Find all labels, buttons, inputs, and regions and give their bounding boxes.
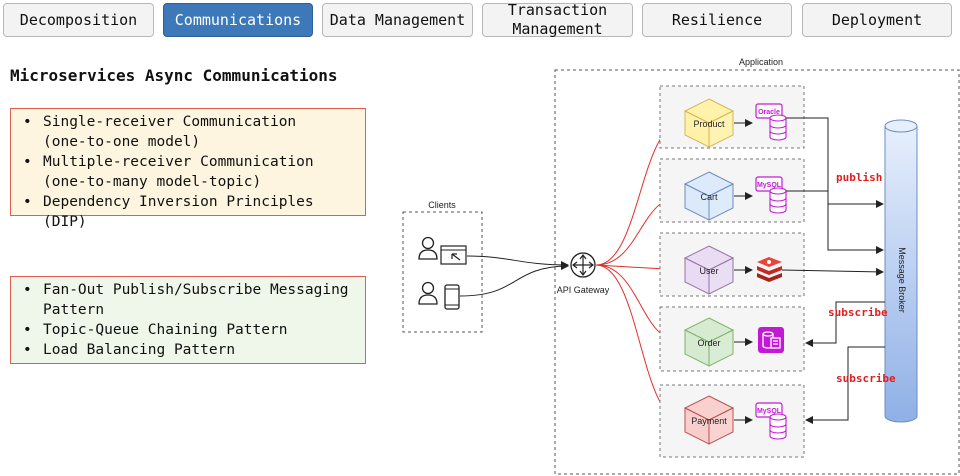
user-publish-arrow bbox=[781, 267, 884, 276]
list-item: Fan-Out Publish/Subscribe Messaging Patt… bbox=[19, 280, 357, 320]
list-item: Dependency Inversion Principles (DIP) bbox=[19, 192, 357, 232]
user-service-cube: User bbox=[683, 245, 735, 295]
list-item: Load Balancing Pattern bbox=[19, 340, 357, 360]
message-broker: Message Broker bbox=[884, 119, 918, 423]
list-item: Topic-Queue Chaining Pattern bbox=[19, 320, 357, 340]
tab-transaction-management[interactable]: Transaction Management bbox=[482, 1, 633, 38]
service-label: Cart bbox=[700, 192, 718, 202]
mobile-phone-icon bbox=[444, 284, 460, 310]
service-label: Payment bbox=[691, 416, 727, 426]
document-db-icon bbox=[758, 327, 784, 353]
cart-publish-arrow bbox=[786, 190, 884, 254]
publish-label: publish bbox=[836, 171, 882, 184]
clients-label: Clients bbox=[428, 200, 456, 210]
svg-text:MySQL: MySQL bbox=[757, 182, 782, 189]
api-gateway-label: API Gateway bbox=[557, 285, 610, 295]
list-item: Multiple-receiver Communication (one-to-… bbox=[19, 152, 357, 192]
mysql-db-icon: MySQL bbox=[755, 176, 787, 214]
service-label: Order bbox=[697, 338, 720, 348]
tab-decomposition[interactable]: Decomposition bbox=[3, 3, 154, 37]
api-gateway-icon bbox=[570, 252, 596, 278]
mysql-db-icon: MySQL bbox=[755, 402, 787, 440]
tab-resilience[interactable]: Resilience bbox=[642, 3, 792, 37]
product-publish-arrow bbox=[786, 117, 884, 208]
mobile-user-icon bbox=[418, 281, 438, 305]
subscribe-label: subscribe bbox=[828, 306, 888, 319]
product-service-cube: Product bbox=[683, 98, 735, 148]
order-service-cube: Order bbox=[683, 317, 735, 367]
redis-icon bbox=[757, 257, 782, 282]
client-web-arrow bbox=[466, 255, 569, 269]
cart-service-cube: Cart bbox=[683, 171, 735, 221]
svg-text:Oracle: Oracle bbox=[758, 109, 780, 116]
payment-service-cube: Payment bbox=[683, 395, 735, 445]
clients-boundary bbox=[402, 211, 483, 333]
order-subscribe-arrow bbox=[805, 301, 885, 347]
list-item: Single-receiver Communication (one-to-on… bbox=[19, 112, 357, 152]
subscribe-label: subscribe bbox=[836, 372, 896, 385]
page-title: Microservices Async Communications bbox=[10, 66, 338, 85]
application-label: Application bbox=[739, 57, 783, 67]
tab-deployment[interactable]: Deployment bbox=[802, 3, 952, 37]
browser-window-icon bbox=[440, 245, 467, 265]
service-label: User bbox=[699, 266, 718, 276]
client-mobile-arrow bbox=[459, 262, 569, 297]
application-boundary bbox=[554, 69, 960, 475]
service-label: Product bbox=[693, 119, 725, 129]
payment-subscribe-arrow bbox=[805, 346, 885, 424]
tab-communications[interactable]: Communications bbox=[163, 3, 313, 37]
patterns-box: Fan-Out Publish/Subscribe Messaging Patt… bbox=[10, 276, 366, 364]
message-broker-label: Message Broker bbox=[897, 247, 907, 313]
tab-data-management[interactable]: Data Management bbox=[322, 3, 473, 37]
svg-text:MySQL: MySQL bbox=[757, 408, 782, 415]
communication-types-box: Single-receiver Communication (one-to-on… bbox=[10, 108, 366, 230]
desktop-user-icon bbox=[418, 236, 438, 260]
